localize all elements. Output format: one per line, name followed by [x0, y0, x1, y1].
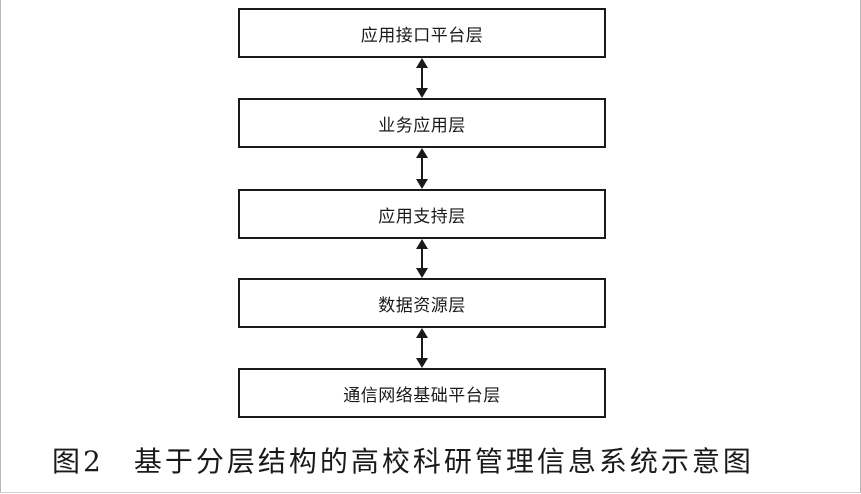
- bidirectional-arrow-icon: [410, 58, 434, 98]
- layer-label: 通信网络基础平台层: [343, 385, 501, 406]
- figure-caption-text: 基于分层结构的高校科研管理信息系统示意图: [133, 445, 754, 478]
- layer-label: 应用支持层: [378, 206, 466, 227]
- bidirectional-arrow-icon: [410, 239, 434, 278]
- bidirectional-arrow-icon: [410, 328, 434, 368]
- figure-caption: 图2 基于分层结构的高校科研管理信息系统示意图: [52, 440, 754, 480]
- layer-label: 数据资源层: [378, 295, 466, 316]
- layer-box-application-interface-platform: 应用接口平台层: [238, 8, 606, 58]
- layer-box-application-support: 应用支持层: [238, 189, 606, 239]
- bidirectional-arrow-icon: [410, 148, 434, 189]
- figure-number: 图2: [52, 445, 104, 478]
- layer-box-business-application: 业务应用层: [238, 98, 606, 148]
- layer-label: 应用接口平台层: [360, 25, 484, 46]
- layer-box-communication-network-platform: 通信网络基础平台层: [238, 368, 606, 418]
- layer-box-data-resource: 数据资源层: [238, 278, 606, 328]
- layer-label: 业务应用层: [378, 115, 466, 136]
